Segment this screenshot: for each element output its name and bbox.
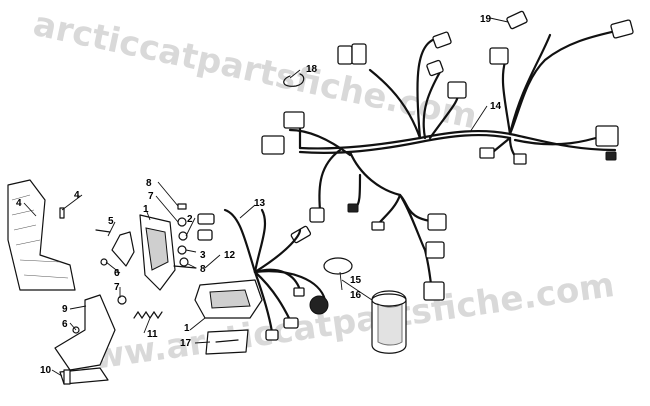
callout-c12: 12: [224, 250, 236, 261]
nut-3a: [177, 245, 187, 255]
watermark-text-top: arcticcatpartsfiche.com: [30, 4, 481, 137]
connector-top-mid: [432, 31, 452, 49]
callout-c6b: 6: [62, 319, 68, 330]
screw-4-right: [59, 207, 65, 219]
connector-left-upper: [283, 111, 305, 129]
callout-c8b: 8: [200, 264, 206, 275]
watermark: arcticcatpartsfiche.com www.arcticcatpar…: [30, 4, 617, 382]
spring: [133, 310, 163, 320]
clip-10: [63, 369, 71, 385]
callout-c7a: 7: [148, 191, 154, 202]
connector-lower-a: [309, 207, 325, 223]
connector-mid-a: [479, 147, 495, 159]
callout-c8a: 8: [146, 178, 152, 189]
callout-c2: 2: [187, 214, 193, 225]
connector-top-left-a: [337, 45, 353, 65]
callout-c6a: 6: [114, 268, 120, 279]
callout-c10: 10: [40, 365, 52, 376]
washer-7-lower: [117, 295, 127, 305]
callout-c19: 19: [480, 14, 492, 25]
connector-left-lower: [261, 135, 285, 155]
fairing-edge: [7, 179, 76, 291]
headlight-connector-b: [197, 229, 213, 241]
headlight-connector-a: [197, 213, 215, 225]
screw-8-lower: [173, 265, 197, 269]
bolt-5: [95, 229, 111, 233]
callout-c4a: 4: [16, 198, 22, 209]
connector-top-right: [610, 19, 634, 39]
callout-c11: 11: [147, 329, 158, 340]
headlight-connector-c: [283, 317, 299, 329]
harness-connectors: [261, 10, 634, 301]
connector-top-center: [426, 59, 444, 77]
connector-right-small: [605, 151, 617, 161]
connector-right-main: [595, 125, 619, 147]
sleeve-15: [371, 290, 407, 354]
headlight-connector-round: [309, 295, 329, 315]
nut-2: [178, 231, 188, 241]
connector-lower-d: [371, 221, 385, 231]
callout-c4b: 4: [74, 190, 80, 201]
callout-c1a: 1: [143, 204, 149, 215]
headlight-connector-d: [265, 329, 279, 341]
wire-tie-18: [283, 73, 305, 87]
callouts: [23, 17, 509, 377]
connector-upper-right: [489, 47, 509, 65]
callout-c9: 9: [62, 304, 68, 315]
callout-c5: 5: [108, 216, 114, 227]
headlight-harness: [197, 208, 329, 341]
nut-3b: [179, 257, 189, 267]
connector-lower-g: [423, 281, 445, 301]
ring-16: [323, 257, 353, 275]
connector-lower-c: [347, 203, 359, 213]
nut-6-upper: [100, 258, 108, 266]
callout-c18: 18: [306, 64, 318, 75]
headlight-connector-e: [293, 287, 305, 297]
callout-c15: 15: [350, 275, 362, 286]
connector-lower-e: [427, 213, 447, 231]
headlight-left: [139, 214, 176, 291]
callout-c16: 16: [350, 290, 362, 301]
callout-c3: 3: [200, 250, 206, 261]
callout-c7b: 7: [114, 282, 120, 293]
connector-center-large: [447, 81, 467, 99]
connector-mid-b: [513, 153, 527, 165]
screw-8-top: [177, 203, 187, 210]
connector-lower-f: [425, 241, 445, 259]
headlight-bracket: [54, 231, 135, 385]
washer-7-top: [177, 217, 187, 227]
headlight-lower: [194, 279, 263, 319]
callout-c14: 14: [490, 101, 502, 112]
callout-c13: 13: [254, 198, 266, 209]
callout-c1b: 1: [184, 323, 190, 334]
label-card: [205, 329, 249, 355]
callout-c17: 17: [180, 338, 192, 349]
watermark-text-bottom: www.arcticcatpartsfiche.com: [59, 265, 616, 382]
connector-top-left-b: [351, 43, 367, 65]
connector-19: [506, 10, 528, 30]
